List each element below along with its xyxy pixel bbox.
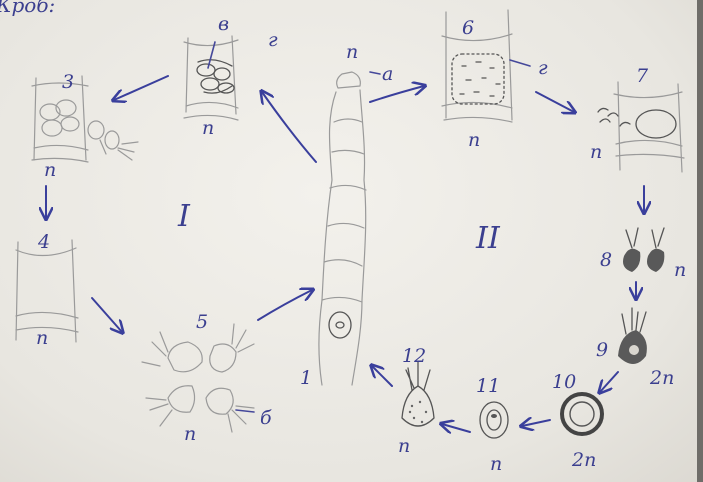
label-12: 12 (402, 345, 426, 367)
label-n-stage-8: n (674, 259, 686, 281)
stage-3-cell (32, 76, 138, 162)
stage-10-zygospore (562, 394, 602, 434)
label-1: 1 (300, 367, 312, 389)
label-7: 7 (636, 65, 649, 87)
header-handwriting: Кроб: (0, 0, 55, 17)
label-n-stage-4: n (36, 327, 48, 349)
label-g-left: г (268, 29, 278, 51)
stage-v-cell (184, 36, 238, 120)
label-4: 4 (37, 231, 50, 253)
label-8: 8 (600, 249, 612, 271)
label-9: 9 (596, 339, 608, 361)
label-phase-i: I (177, 199, 191, 234)
filament (319, 72, 366, 385)
stage-5-zoospores (142, 324, 254, 432)
label-g-right: г (538, 57, 548, 79)
stage-12-zoospore (402, 362, 434, 426)
label-v: в (218, 13, 229, 35)
label-5: 5 (196, 311, 208, 333)
label-b: б (260, 407, 272, 429)
label-n-stage-11: n (490, 453, 502, 475)
label-n-stage-12: n (398, 435, 410, 457)
label-n-stage-6: n (468, 129, 480, 151)
label-n-stage-v: n (202, 117, 214, 139)
stage-9-zygote (618, 308, 647, 364)
label-a: а (382, 63, 393, 85)
paper-edge (697, 0, 703, 482)
stage-11-cell (480, 402, 508, 438)
label-2n-stage-9: 2n (649, 367, 674, 389)
label-n-filament: n (346, 41, 358, 63)
stage-7-cell (598, 82, 684, 172)
labels: в г n 3 n 4 n 5 б n 1 n а 6 г n 7 n 8 n … (36, 13, 686, 475)
label-2n-stage-10: 2n (571, 449, 596, 471)
label-n-stage-5: n (184, 423, 196, 445)
label-11: 11 (476, 375, 500, 397)
label-3: 3 (62, 71, 74, 93)
label-n-stage-3: n (44, 159, 56, 181)
label-n-stage-7: n (590, 141, 602, 163)
label-6: 6 (462, 17, 474, 39)
stage-6-cell (442, 10, 512, 122)
stage-8-gametes (623, 228, 664, 272)
label-phase-ii: II (475, 221, 501, 256)
label-10: 10 (552, 371, 576, 393)
